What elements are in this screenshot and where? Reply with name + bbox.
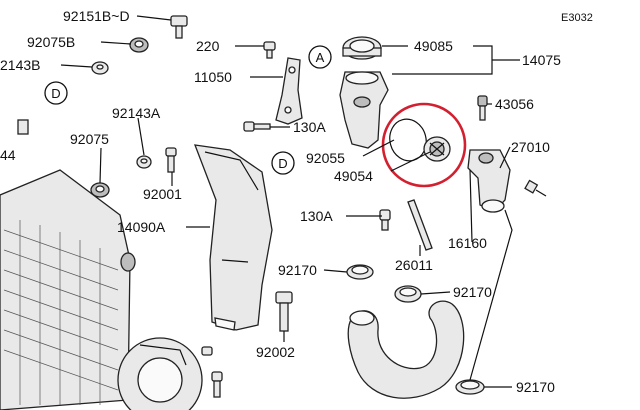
- sensor-27010-drawing: [524, 179, 547, 197]
- part-label-92170-upper: 92170: [278, 262, 317, 278]
- bolt-43056-drawing: [477, 95, 488, 121]
- part-label-14090a: 14090A: [117, 219, 166, 235]
- bolt-130a-lower-drawing: [379, 209, 391, 231]
- part-label-92075b: 92075B: [27, 34, 75, 50]
- washer-92143a-drawing: [136, 155, 152, 169]
- part-label-43056: 43056: [495, 96, 534, 112]
- leader-lines: [60, 15, 520, 388]
- part-label-92075: 92075: [70, 131, 109, 147]
- callout-d-shroud: D: [271, 151, 295, 175]
- bolt-92001-drawing: [165, 147, 177, 173]
- bracket-11050-drawing: [275, 57, 303, 125]
- bolt-220-drawing: [263, 41, 276, 59]
- clamp-92170-upper-drawing: [346, 264, 374, 280]
- callout-a: A: [308, 45, 332, 69]
- part-label-220: 220: [196, 38, 220, 54]
- radiator-cap-drawing: [342, 36, 382, 60]
- part-label-92143b: 2143B: [0, 57, 40, 73]
- washer-92143b-drawing: [91, 61, 109, 75]
- bolt-92151-drawing: [170, 15, 188, 39]
- svg-text:D: D: [278, 156, 287, 171]
- part-label-92002: 92002: [256, 344, 295, 360]
- part-label-130a-lower: 130A: [300, 208, 333, 224]
- svg-text:D: D: [51, 86, 60, 101]
- part-label-26011: 26011: [395, 257, 433, 273]
- radiator-core-drawing: [0, 169, 136, 410]
- water-pipe-16160-drawing: [467, 149, 511, 213]
- shroud-14090a-drawing: [193, 144, 273, 331]
- radiator-hose-drawing: [347, 300, 465, 399]
- part-label-27010: 27010: [511, 139, 550, 155]
- part-label-92170-lower: 92170: [516, 379, 555, 395]
- callout-d-left: D: [44, 81, 68, 105]
- bolt-130a-upper-drawing: [243, 121, 271, 132]
- part-label-92170-middle: 92170: [453, 284, 492, 300]
- part-label-16160: 16160: [448, 235, 487, 251]
- bolt-bottom-drawing: [211, 371, 223, 398]
- clamp-92170-middle-drawing: [394, 285, 422, 303]
- collar-92075b-drawing: [129, 37, 149, 53]
- part-label-92055: 92055: [306, 150, 345, 166]
- filler-neck-drawing: [339, 71, 389, 149]
- fan-assembly-drawing: [117, 337, 213, 410]
- part-label-44: 44: [0, 147, 16, 163]
- bolt-92002-drawing: [275, 291, 293, 332]
- part-label-130a-upper: 130A: [293, 119, 326, 135]
- pipe-26011-drawing: [407, 199, 433, 251]
- part-label-11050: 11050: [194, 69, 232, 85]
- part-label-14075: 14075: [522, 52, 561, 68]
- part-label-92151: 92151B~D: [63, 8, 130, 24]
- clamp-92170-lower-drawing: [455, 379, 485, 395]
- highlight-circle: [381, 102, 467, 188]
- part-label-49085: 49085: [414, 38, 453, 54]
- thermostat-49054-drawing: [423, 136, 451, 162]
- part-label-49054: 49054: [334, 168, 373, 184]
- clip-44-drawing: [17, 119, 29, 135]
- diagram-code: E3032: [561, 12, 593, 24]
- svg-text:A: A: [316, 50, 325, 65]
- part-label-92001: 92001: [143, 186, 182, 202]
- part-label-92143a: 92143A: [112, 105, 161, 121]
- o-ring-92055-drawing: [389, 118, 427, 162]
